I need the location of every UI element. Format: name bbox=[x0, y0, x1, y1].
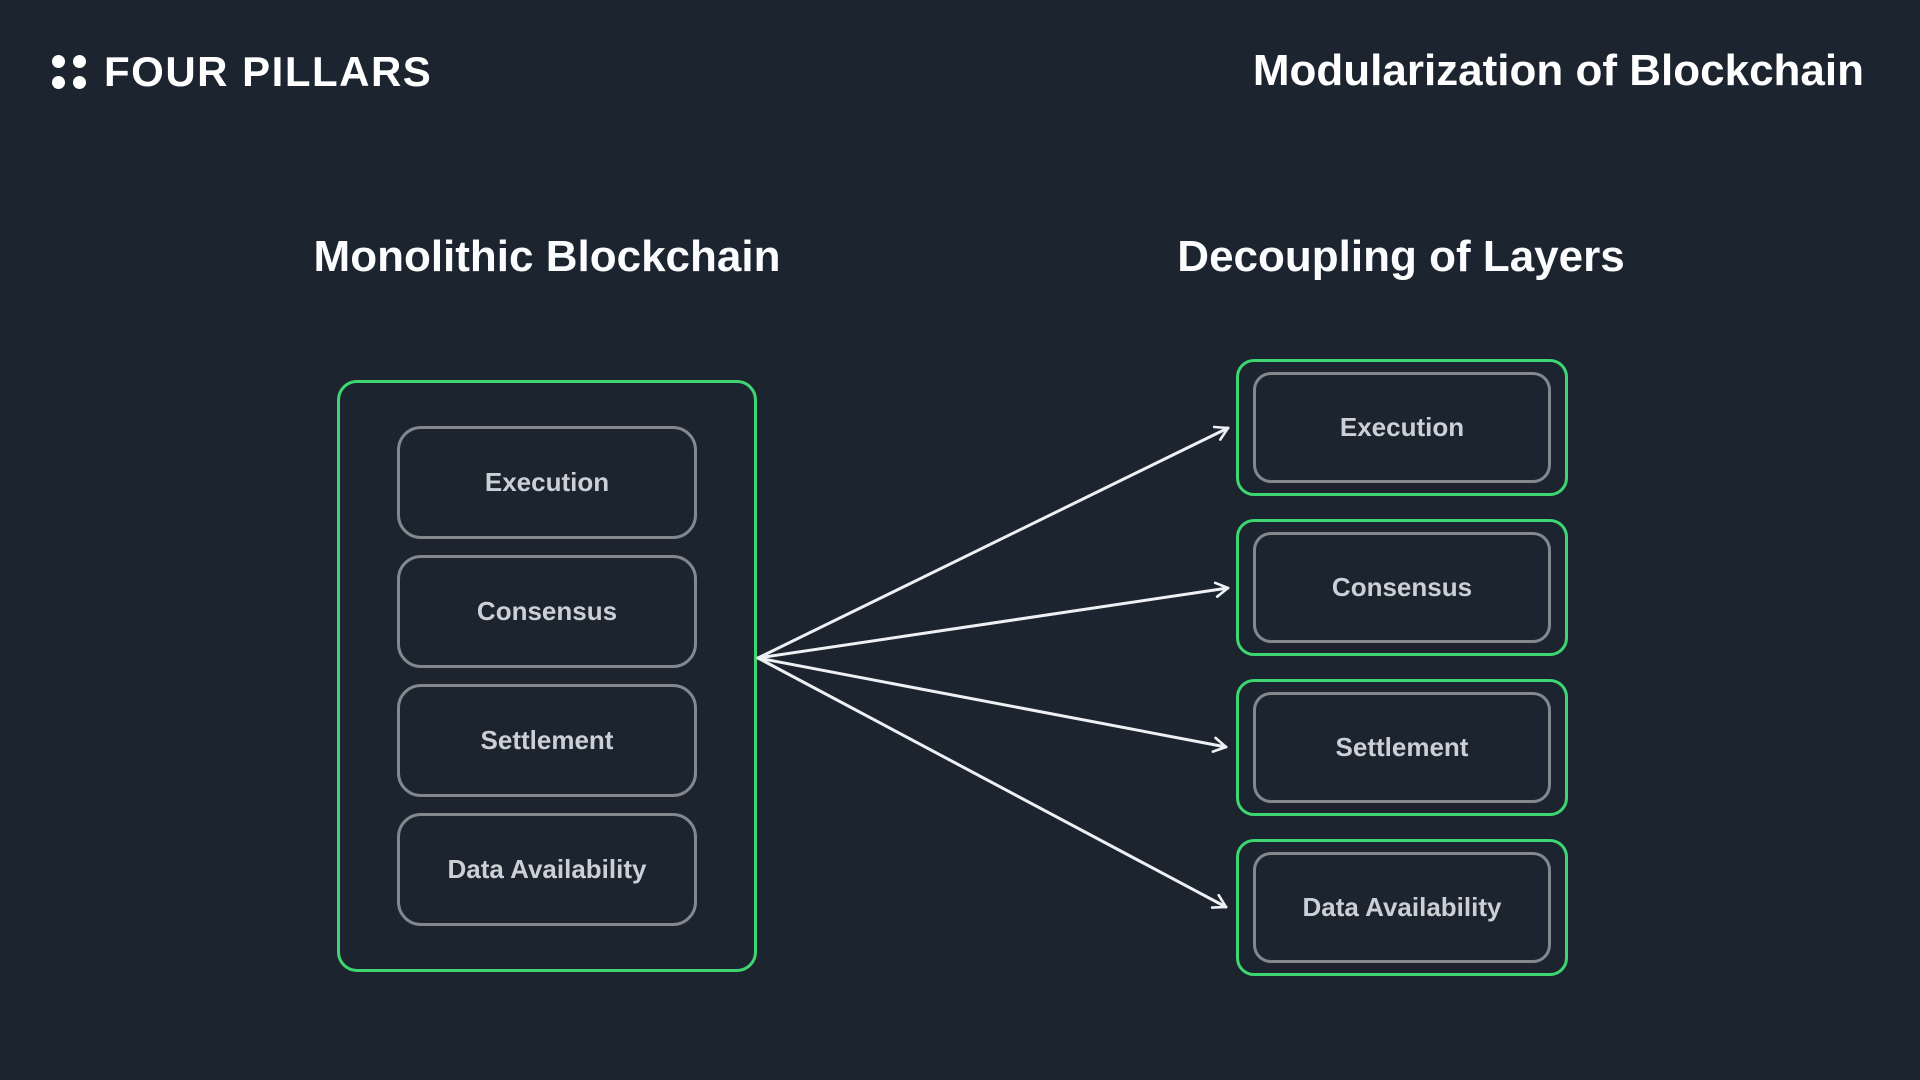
decoupled-wrap-execution: Execution bbox=[1236, 359, 1568, 496]
decoupled-wrap-consensus: Consensus bbox=[1236, 519, 1568, 656]
monolithic-heading: Monolithic Blockchain bbox=[313, 232, 781, 281]
four-dots-icon bbox=[52, 55, 86, 89]
brand-logo: FOUR PILLARS bbox=[52, 48, 432, 96]
decoupled-wrap-settlement: Settlement bbox=[1236, 679, 1568, 816]
mono-layer-settlement: Settlement bbox=[397, 684, 697, 797]
slide-title: Modularization of Blockchain bbox=[1252, 46, 1864, 95]
arrow-to-settlement bbox=[756, 656, 1228, 753]
decoupled-layer-consensus: Consensus bbox=[1253, 532, 1551, 643]
arrow-to-data-availability bbox=[756, 656, 1228, 909]
decoupling-heading: Decoupling of Layers bbox=[1177, 232, 1625, 281]
decoupled-layer-execution: Execution bbox=[1253, 372, 1551, 483]
arrow-to-consensus bbox=[756, 581, 1230, 660]
decoupled-layer-data-availability: Data Availability bbox=[1253, 852, 1551, 963]
decoupled-layer-settlement: Settlement bbox=[1253, 692, 1551, 803]
monolithic-container: Execution Consensus Settlement Data Avai… bbox=[337, 380, 757, 972]
decoupled-wrap-data-availability: Data Availability bbox=[1236, 839, 1568, 976]
mono-layer-consensus: Consensus bbox=[397, 555, 697, 668]
decoupled-stack: Execution Consensus Settlement Data Avai… bbox=[1236, 359, 1568, 976]
arrow-to-execution bbox=[756, 425, 1230, 660]
mono-layer-execution: Execution bbox=[397, 426, 697, 539]
brand-name: FOUR PILLARS bbox=[104, 48, 433, 95]
mono-layer-data-availability: Data Availability bbox=[397, 813, 697, 926]
